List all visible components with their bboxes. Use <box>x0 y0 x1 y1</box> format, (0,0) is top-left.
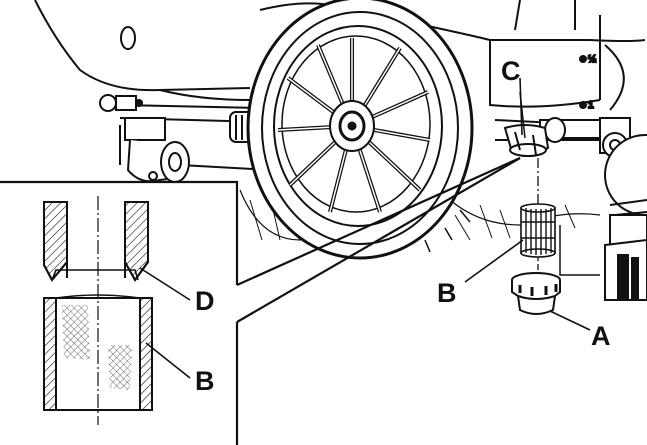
callout-c: C <box>501 56 521 86</box>
callout-b-detail: B <box>195 366 215 396</box>
filter-b-section <box>43 294 153 411</box>
callout-d: D <box>195 286 215 316</box>
housing-slot <box>120 26 136 50</box>
dial-mark-bottom: 1 <box>588 100 594 111</box>
callout-b-main: B <box>437 278 457 308</box>
callout-a: A <box>591 321 611 351</box>
cap-a <box>511 272 561 315</box>
caster-wheel <box>119 117 190 183</box>
wheel <box>246 0 474 260</box>
bolt-icon <box>99 94 143 112</box>
machine-body: ½ 1 <box>34 0 647 301</box>
detail-inset-frame <box>0 156 521 445</box>
filter-cartridge-b <box>520 203 556 258</box>
leader-lines <box>139 77 591 379</box>
drain-fitting-c <box>503 91 550 275</box>
dial-mark-top: ½ <box>588 54 596 65</box>
tube-end-d-section <box>43 201 149 282</box>
